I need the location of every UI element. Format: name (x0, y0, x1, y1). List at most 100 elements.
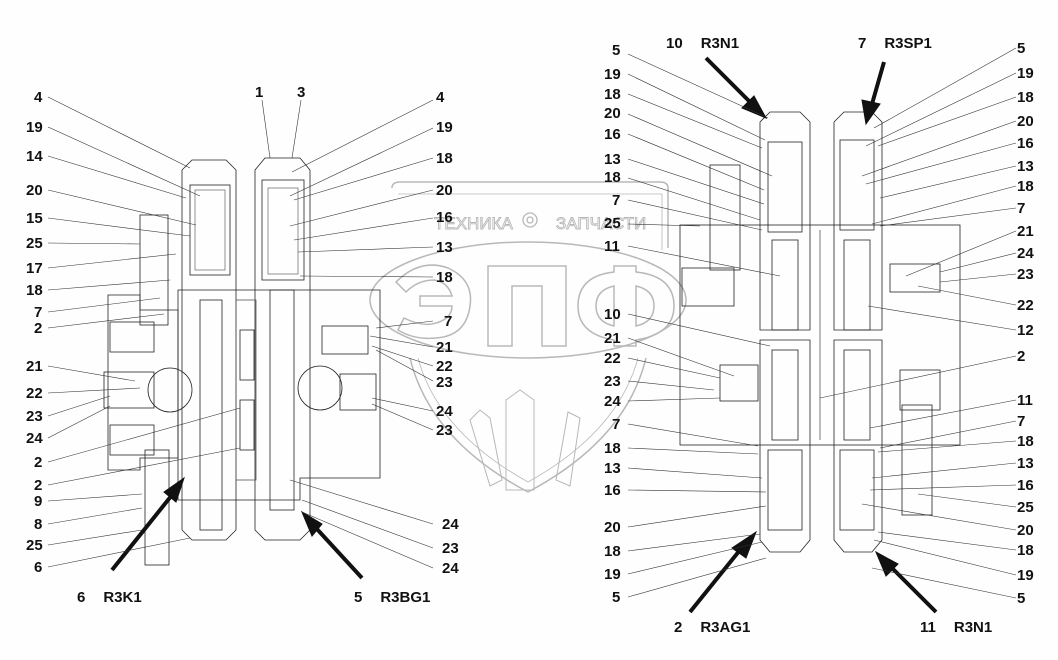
callout: 2 (34, 477, 43, 494)
caption-number: 2 (674, 619, 683, 636)
caption-code: R3N1 (953, 619, 993, 636)
callout: 22 (1017, 297, 1034, 314)
callout: 18 (604, 543, 621, 560)
callout: 18 (604, 86, 621, 103)
callout: 20 (604, 105, 621, 122)
callout: 2 (34, 320, 43, 337)
callout: 5 (612, 42, 621, 59)
leader-lines (47, 47, 1017, 599)
callout: 22 (26, 385, 43, 402)
watermark-word-right: ЗАПЧАСТИ (556, 214, 646, 233)
callout: 25 (1017, 499, 1034, 516)
callout: 20 (26, 182, 43, 199)
callout: 20 (436, 182, 453, 199)
callout: 16 (436, 209, 453, 226)
callout: 21 (436, 339, 453, 356)
caption-r3k1: 6 R3K1 (77, 590, 142, 606)
callout: 24 (442, 516, 459, 533)
callout: 5 (612, 589, 621, 606)
callout: 13 (436, 239, 453, 256)
callout: 4 (34, 89, 43, 106)
callout: 7 (444, 313, 453, 330)
callout: 20 (1017, 522, 1034, 539)
caption-number: 5 (354, 589, 363, 606)
callout: 4 (436, 89, 445, 106)
callout: 1 (255, 84, 264, 101)
caption-r3n1-top: 10 R3N1 (666, 36, 739, 52)
watermark-logo (369, 181, 687, 493)
callout: 19 (436, 119, 453, 136)
callout: 13 (604, 151, 621, 168)
callout: 23 (26, 408, 43, 425)
callout: 16 (1017, 477, 1034, 494)
right-assembly (679, 111, 961, 553)
callout: 3 (297, 84, 306, 101)
callout: 18 (26, 282, 43, 299)
callout: 16 (604, 482, 621, 499)
caption-code: R3BG1 (380, 589, 431, 606)
callout: 23 (436, 374, 453, 391)
callout: 24 (442, 560, 459, 577)
callout: 18 (1017, 89, 1034, 106)
callout: 25 (26, 235, 43, 252)
callout: 2 (1017, 348, 1026, 365)
callout: 19 (1017, 65, 1034, 82)
callout: 25 (26, 537, 43, 554)
callout: 14 (26, 148, 43, 165)
caption-code: R3K1 (103, 589, 142, 606)
callout: 22 (436, 358, 453, 375)
callout: 5 (1017, 590, 1026, 607)
callout: 10 (604, 306, 621, 323)
caption-r3bg1: 5 R3BG1 (354, 590, 430, 606)
callout: 21 (604, 330, 621, 347)
callout: 24 (1017, 245, 1034, 262)
callout: 13 (1017, 158, 1034, 175)
callout: 18 (1017, 433, 1034, 450)
caption-r3n1-bottom: 11 R3N1 (920, 620, 992, 636)
callout: 9 (34, 493, 43, 510)
callout: 12 (1017, 322, 1034, 339)
callout: 7 (1017, 200, 1026, 217)
callout: 19 (604, 66, 621, 83)
callout: 23 (1017, 266, 1034, 283)
callout: 11 (1017, 392, 1033, 409)
callout: 18 (436, 150, 453, 167)
callout: 24 (26, 430, 43, 447)
caption-code: R3AG1 (700, 619, 751, 636)
caption-code: R3N1 (700, 35, 740, 52)
callout: 13 (1017, 455, 1034, 472)
callout: 16 (1017, 135, 1034, 152)
callout: 22 (604, 350, 621, 367)
callout: 23 (604, 373, 621, 390)
callout: 7 (612, 192, 621, 209)
callout: 21 (1017, 223, 1034, 240)
left-assembly (103, 157, 381, 566)
callout: 18 (604, 440, 621, 457)
callout: 24 (436, 403, 453, 420)
callout: 24 (604, 393, 621, 410)
arrows (110, 56, 938, 614)
callout: 17 (26, 260, 43, 277)
callout: 19 (1017, 567, 1034, 584)
caption-number: 10 (666, 35, 683, 52)
callout: 5 (1017, 40, 1026, 57)
caption-number: 6 (77, 589, 86, 606)
callout: 20 (604, 519, 621, 536)
callout: 8 (34, 516, 43, 533)
callout: 19 (26, 119, 43, 136)
callout: 18 (1017, 178, 1034, 195)
watermark-word-left: ТЕХНИКА (434, 214, 513, 233)
callout: 11 (604, 238, 620, 255)
callout: 16 (604, 126, 621, 143)
callout: 13 (604, 460, 621, 477)
caption-number: 11 (920, 619, 936, 636)
callout: 18 (604, 169, 621, 186)
callout: 20 (1017, 113, 1034, 130)
callout: 18 (436, 269, 453, 286)
callout: 19 (604, 566, 621, 583)
callout: 25 (604, 215, 621, 232)
caption-r3ag1: 2 R3AG1 (674, 620, 750, 636)
callout: 7 (612, 416, 621, 433)
